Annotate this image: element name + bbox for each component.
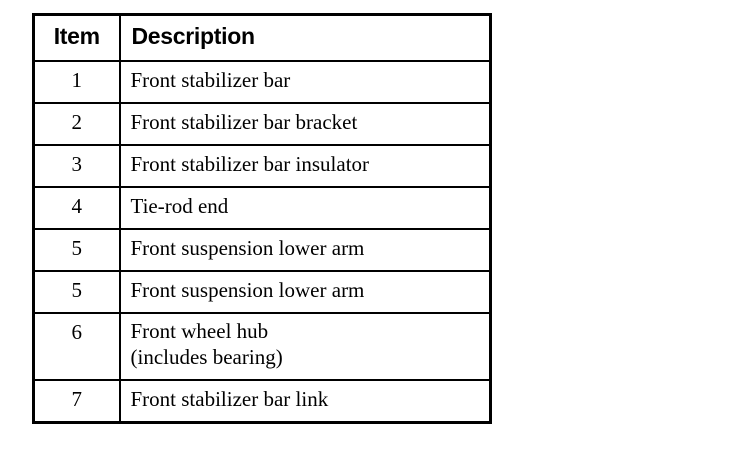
cell-item-description: Front suspension lower arm <box>118 228 492 272</box>
table-header-row: Item Description <box>32 13 492 62</box>
cell-item-description: Front wheel hub (includes bearing) <box>118 312 492 381</box>
cell-item-description: Front stabilizer bar bracket <box>118 102 492 146</box>
cell-item-number: 3 <box>32 144 121 188</box>
cell-item-number: 1 <box>32 60 121 104</box>
table-header: Item Description <box>32 13 492 62</box>
cell-item-description: Front stabilizer bar insulator <box>118 144 492 188</box>
cell-item-number: 7 <box>32 379 121 424</box>
cell-item-description: Tie-rod end <box>118 186 492 230</box>
column-header-item: Item <box>32 13 121 62</box>
cell-item-number: 5 <box>32 228 121 272</box>
cell-item-number: 6 <box>32 312 121 381</box>
column-header-description: Description <box>118 13 492 62</box>
cell-item-description: Front suspension lower arm <box>118 270 492 314</box>
cell-item-number: 5 <box>32 270 121 314</box>
cell-item-number: 2 <box>32 102 121 146</box>
cell-item-description: Front stabilizer bar link <box>118 379 492 424</box>
cell-item-description: Front stabilizer bar <box>118 60 492 104</box>
cell-item-number: 4 <box>32 186 121 230</box>
